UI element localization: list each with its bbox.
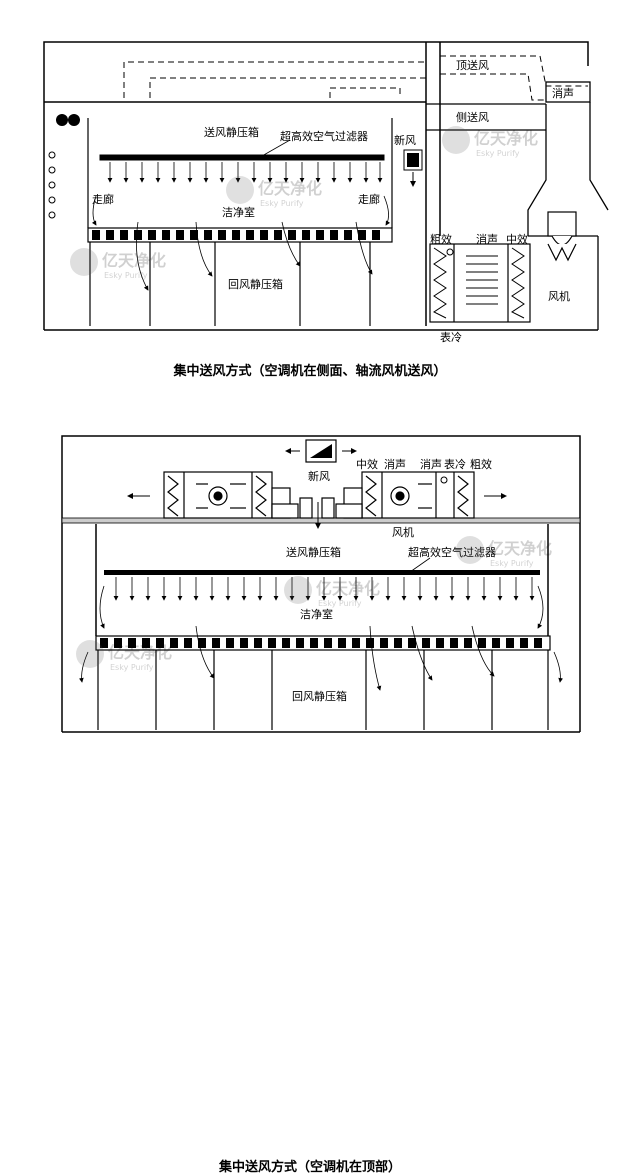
watermark-logo: 亿天净化 Esky Purify [70,248,166,280]
watermark-cn: 亿天净化 [474,129,538,148]
fan-icon [208,486,228,506]
watermark-logo: 亿天净化 Esky Purify [226,176,322,208]
label-silencer-right: 消声 [420,457,442,471]
roof-slab [61,517,581,524]
watermark-cn: 亿天净化 [488,539,552,558]
silencer-baffles [466,255,498,305]
watermark-cn: 亿天净化 [102,251,166,270]
ahu-right [361,471,475,519]
diagram-top-ahu: 新风 中效 消声 消声 表冷 粗效 风机 送风静压箱 超高效空气过滤器 洁净室 … [0,400,620,1175]
fan-icon [390,486,410,506]
label-return-plenum: 回风静压箱 [228,277,283,291]
ahu-cabinet [429,243,531,323]
hepa-filter-row [104,570,540,575]
raised-floor-grating [95,635,551,651]
label-hepa-filter: 超高效空气过滤器 [408,545,496,559]
label-medium-filter: 中效 [356,457,378,471]
caption-figure1: 集中送风方式（空调机在侧面、轴流风机送风） [173,364,447,379]
diagram-side-ahu: 顶送风 消声 侧送风 送风静压箱 超高效空气过滤器 新风 走廊 走廊 洁净室 回… [0,0,620,400]
label-coarse-filter: 粗效 [470,457,492,471]
return-air-arrows [91,195,391,291]
label-fresh-air: 新风 [394,133,416,147]
label-silencer-left: 消声 [384,457,406,471]
watermark-en: Esky Purify [318,599,362,608]
side-plenum-arrows [99,585,544,629]
label-corridor-right: 走廊 [358,192,380,206]
fresh-air-intake [305,439,337,463]
label-fresh-air: 新风 [308,469,330,483]
watermark-logo: 亿天净化 Esky Purify [284,576,380,608]
watermark-logo: 亿天净化 Esky Purify [456,536,552,568]
label-hepa-filter: 超高效空气过滤器 [280,129,368,143]
watermark-en: Esky Purify [260,199,304,208]
fresh-air-arrows [127,448,507,529]
return-plenum-columns [89,242,371,326]
watermark-cn: 亿天净化 [316,579,380,598]
label-corridor-left: 走廊 [92,192,114,206]
label-return-plenum: 回风静压箱 [292,689,347,703]
label-fan: 风机 [548,289,570,303]
watermark-logo: 亿天净化 Esky Purify [442,126,538,158]
building-outline [43,41,598,331]
diagram1-drawing: 顶送风 消声 侧送风 送风静压箱 超高效空气过滤器 新风 走廊 走廊 洁净室 回… [43,41,609,344]
top-supply-duct [123,55,588,101]
label-coarse-filter: 粗效 [430,232,452,246]
label-cooling-coil: 表冷 [440,330,462,344]
downflow-arrows [113,577,535,601]
watermark-logo: 亿天净化 Esky Purify [76,640,172,672]
downflow-arrows [107,162,383,183]
label-silencer-top: 消声 [552,86,574,100]
label-supply-plenum: 送风静压箱 [286,545,341,559]
label-top-supply: 顶送风 [456,58,489,72]
raised-floor-grating [87,227,393,243]
watermark-cn: 亿天净化 [108,643,172,662]
caption-figure2: 集中送风方式（空调机在顶部） [218,1160,401,1175]
return-air-arrows [78,625,564,691]
label-supply-plenum: 送风静压箱 [204,125,259,139]
diagram2-drawing: 新风 中效 消声 消声 表冷 粗效 风机 送风静压箱 超高效空气过滤器 洁净室 … [61,435,581,733]
label-cleanroom: 洁净室 [300,607,333,621]
label-fan: 风机 [392,525,414,539]
coil-icon [440,476,448,484]
connecting-ducts [271,487,363,519]
medium-filter-zigzag [511,247,525,319]
coarse-filter-zigzag [433,247,447,319]
watermark-en: Esky Purify [490,559,534,568]
axial-fan-icon [547,211,577,262]
return-plenum-columns [97,650,549,730]
label-silencer: 消声 [476,232,498,246]
label-medium-filter: 中效 [506,232,528,246]
coil-icon [446,248,454,256]
label-cooling-coil: 表冷 [444,457,466,471]
hepa-leader [254,139,291,161]
hepa-filter-row [99,154,385,161]
watermark-en: Esky Purify [110,663,154,672]
hepa-leader [409,557,431,573]
label-side-supply: 侧送风 [456,110,489,124]
label-cleanroom: 洁净室 [222,205,255,219]
watermark-en: Esky Purify [476,149,520,158]
side-supply-duct [426,81,609,330]
watermark-cn: 亿天净化 [258,179,322,198]
watermark-en: Esky Purify [104,271,148,280]
left-wall-fixtures [48,114,80,219]
fresh-air-louvre [403,149,423,171]
